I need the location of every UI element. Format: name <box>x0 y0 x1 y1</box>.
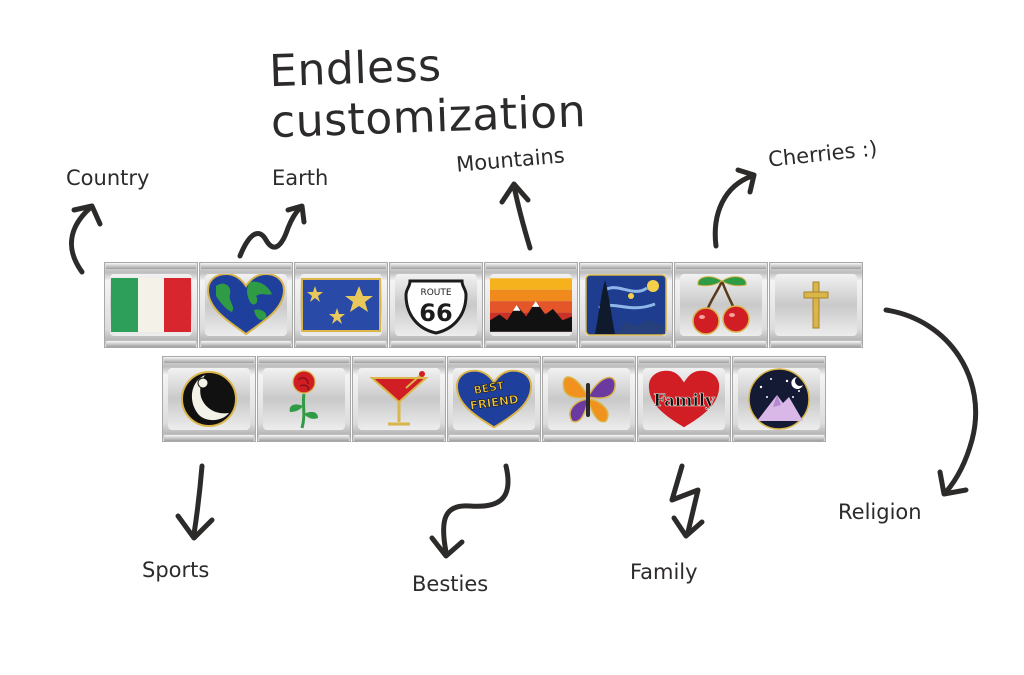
charm-link-starry-night[interactable] <box>579 262 673 348</box>
country-arrowhead <box>71 203 103 227</box>
cherries-arrowhead <box>735 167 757 195</box>
eight-ball-moon-icon <box>168 368 250 430</box>
charm-link-sports[interactable] <box>162 356 256 442</box>
cherries-arrow <box>712 173 755 249</box>
label-earth: Earth <box>272 166 329 190</box>
besties-arrowhead <box>429 535 465 559</box>
route-text: ROUTE <box>420 288 451 298</box>
earth-arrow <box>237 205 303 259</box>
sports-arrow <box>191 463 205 537</box>
night-mountain-icon <box>738 368 820 430</box>
charm-link-night-mountain[interactable] <box>732 356 826 442</box>
label-family: Family <box>630 560 698 584</box>
charm-link-butterfly[interactable] <box>542 356 636 442</box>
country-arrow <box>69 205 93 275</box>
charm-link-best-friend[interactable]: BEST FRIEND <box>447 356 541 442</box>
best-friend-heart-icon: BEST FRIEND <box>453 368 535 430</box>
cocktail-icon <box>358 368 440 430</box>
italy-flag-icon <box>110 274 192 336</box>
charm-link-family[interactable]: Family <box>637 356 731 442</box>
label-country: Country <box>66 166 150 190</box>
charm-link-mountains[interactable] <box>484 262 578 348</box>
religion-arrow <box>883 307 979 495</box>
mountains-arrow <box>511 183 533 251</box>
label-sports: Sports <box>142 558 210 582</box>
bracelet-top-row: ROUTE 66 <box>104 262 864 348</box>
family-text: Family <box>653 390 716 410</box>
label-religion: Religion <box>838 500 922 524</box>
charm-link-rose[interactable] <box>257 356 351 442</box>
butterfly-icon <box>548 368 630 430</box>
bracelet-bottom-row: BEST FRIEND Family <box>162 356 827 442</box>
charm-link-country[interactable] <box>104 262 198 348</box>
earth-heart-icon <box>205 274 287 336</box>
mountain-sunset-icon <box>490 274 572 336</box>
charm-link-route66[interactable]: ROUTE 66 <box>389 262 483 348</box>
charm-link-cocktail[interactable] <box>352 356 446 442</box>
family-arrow <box>669 463 701 535</box>
earth-arrowhead <box>285 203 307 225</box>
mountains-arrowhead <box>499 181 531 205</box>
family-arrowhead <box>671 515 705 539</box>
charm-link-stars[interactable] <box>294 262 388 348</box>
religion-arrowhead <box>937 469 969 497</box>
family-heart-icon: Family <box>643 368 725 430</box>
best-text: BEST <box>473 379 506 397</box>
cross-icon <box>775 274 857 336</box>
rose-icon <box>263 368 345 430</box>
besties-arrow <box>441 463 511 555</box>
route-number-text: 66 <box>419 299 452 327</box>
charm-link-earth[interactable] <box>199 262 293 348</box>
cherries-icon <box>680 274 762 336</box>
label-besties: Besties <box>412 572 489 596</box>
starry-night-icon <box>585 274 667 336</box>
charm-link-cherries[interactable] <box>674 262 768 348</box>
sports-arrowhead <box>175 513 215 541</box>
charm-link-religion[interactable] <box>769 262 863 348</box>
stars-icon <box>300 274 382 336</box>
route-66-icon: ROUTE 66 <box>395 274 477 336</box>
